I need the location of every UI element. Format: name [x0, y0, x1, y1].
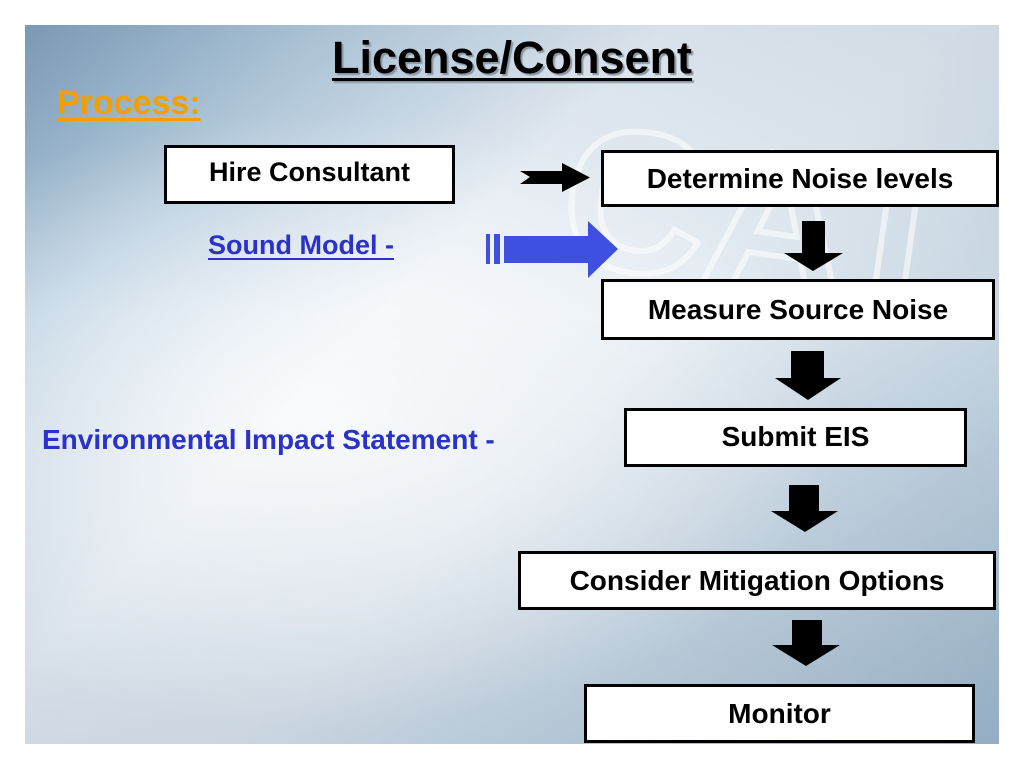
mitigation-options-text: Consider Mitigation Options — [569, 564, 945, 596]
determine-noise-box: Determine Noise levels — [601, 150, 999, 207]
hire-consultant-box: Hire Consultant — [164, 145, 455, 204]
down-arrow-icon — [784, 221, 843, 271]
right-arrow-icon — [520, 163, 590, 192]
hire-consultant-text: Hire Consultant — [208, 157, 410, 187]
blue-right-arrow-icon — [486, 221, 618, 278]
monitor-box: Monitor — [584, 684, 975, 743]
submit-eis-box: Submit EIS — [624, 408, 967, 467]
determine-noise-text: Determine Noise levels — [646, 162, 954, 194]
monitor-text: Monitor — [728, 697, 831, 729]
process-label: Process: — [57, 84, 201, 122]
slide-background: CAT — [25, 25, 999, 744]
eis-label: Environmental Impact Statement - — [42, 424, 495, 455]
mitigation-options-box: Consider Mitigation Options — [518, 551, 996, 610]
sound-model-label: Sound Model - — [208, 230, 394, 260]
down-arrow-icon — [775, 351, 841, 400]
down-arrow-icon — [771, 485, 838, 532]
submit-eis-text: Submit EIS — [721, 421, 870, 452]
down-arrow-icon — [772, 620, 840, 666]
measure-source-noise-box: Measure Source Noise — [601, 279, 995, 340]
slide-title: License/Consent — [331, 32, 693, 83]
measure-source-noise-text: Measure Source Noise — [647, 293, 949, 325]
